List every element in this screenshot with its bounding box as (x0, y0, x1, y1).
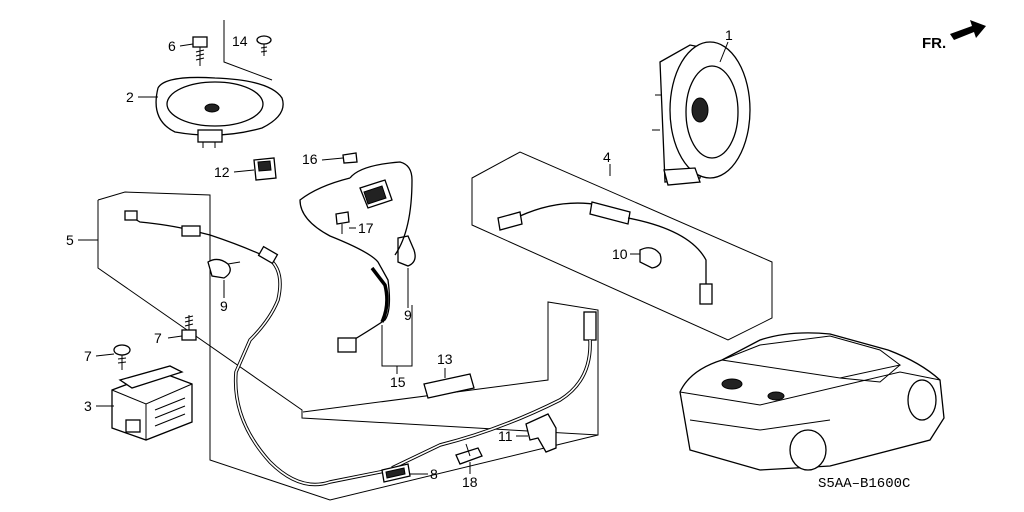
forward-arrow-icon (950, 20, 986, 40)
pad-13-icon (423, 373, 475, 399)
callout-1: 1 (725, 27, 733, 43)
callout-11: 11 (498, 428, 513, 444)
clamp-10-icon (639, 247, 662, 269)
callout-10: 10 (612, 246, 628, 262)
clip-8-icon (381, 463, 411, 483)
holder-11-icon (525, 413, 557, 453)
callout-3: 3 (84, 398, 92, 414)
harness-15-icon (299, 161, 413, 353)
callout-18: 18 (462, 474, 478, 490)
callout-8: 8 (430, 466, 438, 482)
screw-6-icon (192, 36, 208, 66)
callout-17: 17 (358, 220, 374, 236)
leader-lines (78, 41, 729, 475)
bolt-7a-icon (181, 315, 197, 341)
diagram-code: S5AA–B1600C (818, 476, 910, 492)
bolt-7b-icon (113, 344, 131, 370)
direction-label: FR. (922, 35, 946, 52)
callout-4: 4 (603, 149, 611, 165)
module-3-icon (111, 365, 193, 441)
screw-17-icon (335, 211, 350, 234)
callout-13: 13 (437, 351, 453, 367)
antenna-lead-4-icon (497, 201, 713, 305)
panel-outline-4 (471, 151, 773, 341)
callout-7a: 7 (154, 330, 162, 346)
callout-14: 14 (232, 33, 248, 49)
screw-14-icon (256, 35, 272, 56)
callout-5: 5 (66, 232, 74, 248)
panel-outline-main (97, 191, 599, 501)
callout-9b: 9 (404, 307, 412, 323)
cable-right-icon (391, 311, 597, 470)
divider-14 (223, 20, 273, 81)
callout-9a: 9 (220, 298, 228, 314)
callout-12: 12 (214, 164, 230, 180)
clamp-9b-icon (397, 235, 416, 267)
clip-12-icon (253, 157, 277, 181)
callout-15: 15 (390, 374, 406, 390)
car-icon (679, 332, 945, 471)
callout-16: 16 (302, 151, 318, 167)
speaker-1-icon (652, 41, 751, 186)
callout-6: 6 (168, 38, 176, 54)
clamp-9a-icon (207, 258, 241, 279)
speaker-2-icon (155, 76, 284, 148)
clip-18-icon (455, 443, 483, 465)
callout-2: 2 (126, 89, 134, 105)
callout-7b: 7 (84, 348, 92, 364)
clip-16-icon (342, 152, 358, 164)
cable-5-icon (124, 210, 391, 487)
